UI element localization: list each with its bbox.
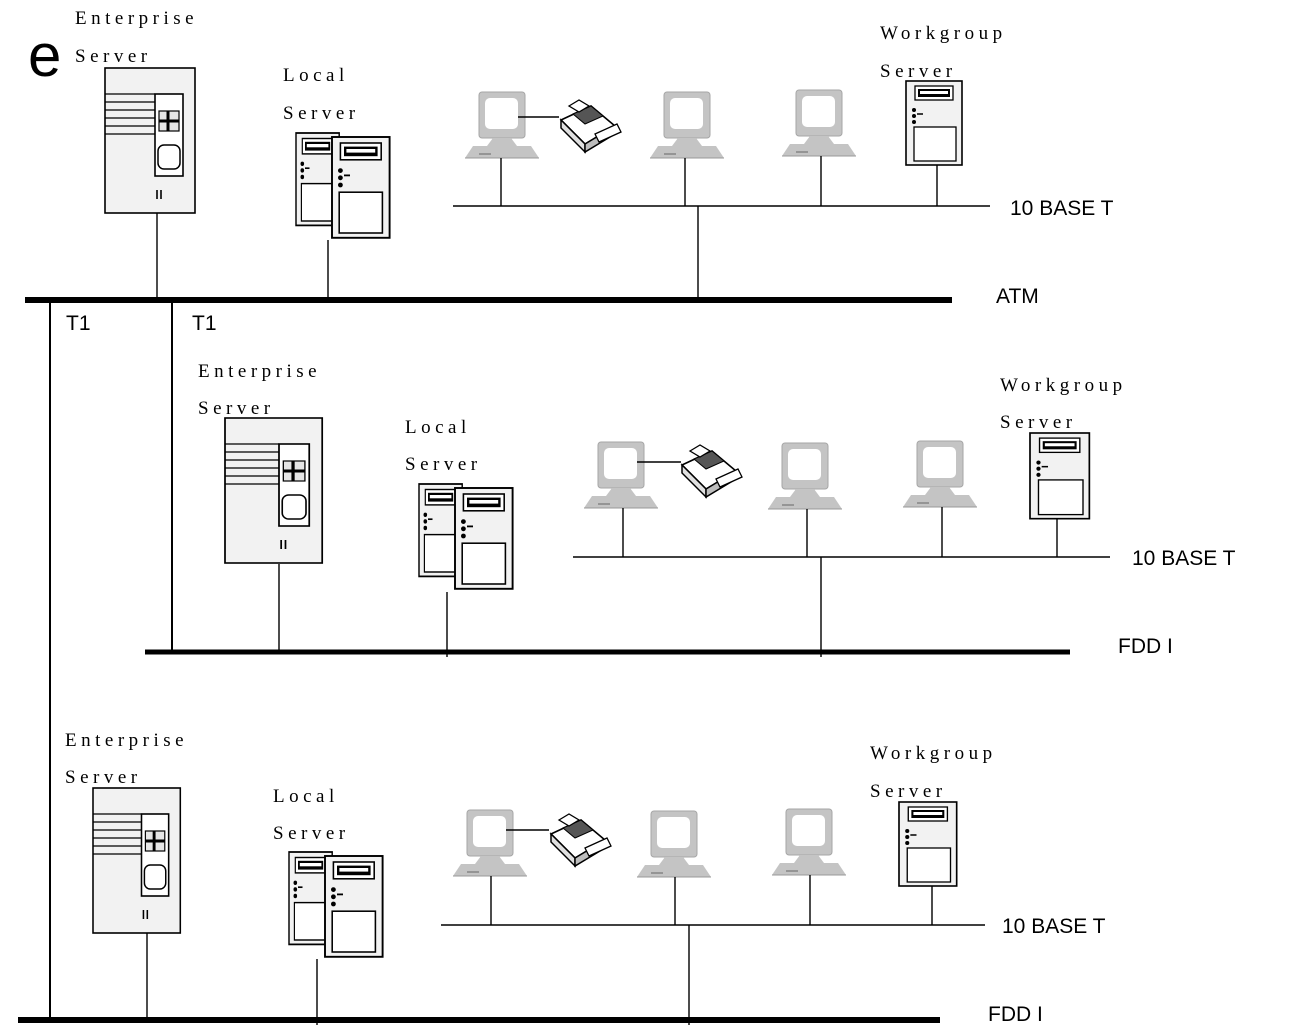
workgroup-server-label: Server: [870, 781, 947, 802]
local-server-label: Local: [283, 65, 349, 86]
atm-label: ATM: [996, 285, 1039, 308]
ethernet-label: 10 BASE T: [1010, 197, 1114, 220]
workstation-icon: [452, 809, 528, 877]
site-3: Enterprise Server Local Server 10 BASE T…: [65, 730, 1106, 1025]
t1-label-mid: T1: [192, 312, 217, 335]
local-server-label: Server: [283, 103, 360, 124]
printer-icon: [681, 444, 743, 498]
enterprise-server-label: Server: [75, 46, 152, 67]
workstation-icon: [583, 441, 659, 509]
workstation-icon: [902, 440, 978, 508]
local-server-icon: [296, 133, 390, 238]
workgroup-server-label: Workgroup: [880, 23, 1007, 44]
local-server-label: Local: [273, 786, 339, 807]
local-server-label: Server: [405, 454, 482, 475]
workgroup-server-icon: [1029, 432, 1091, 520]
enterprise-server-icon: [91, 786, 182, 935]
fddi-label-2: FDD I: [988, 1003, 1043, 1025]
enterprise-server-label: Enterprise: [65, 730, 188, 751]
workstation-icon: [767, 442, 843, 510]
workstation-icon: [781, 89, 857, 157]
enterprise-server-icon: [103, 66, 197, 215]
enterprise-server-label: Enterprise: [198, 361, 321, 382]
site-1: Enterprise Server Local Server 10 BASE T…: [75, 8, 1114, 300]
enterprise-server-label: Server: [198, 398, 275, 419]
workstation-icon: [771, 808, 847, 876]
t1-label-left: T1: [66, 312, 91, 335]
workstation-icon: [649, 91, 725, 159]
local-server-icon: [419, 484, 513, 589]
local-server-label: Local: [405, 417, 471, 438]
local-server-icon: [289, 852, 383, 957]
printer-icon: [560, 99, 622, 153]
site-2: Enterprise Server Local Server 10 BASE T…: [198, 361, 1236, 657]
ethernet-label: 10 BASE T: [1002, 915, 1106, 938]
ethernet-label: 10 BASE T: [1132, 547, 1236, 570]
workgroup-server-icon: [898, 801, 958, 887]
workstation-icon: [464, 91, 540, 159]
enterprise-server-label: Enterprise: [75, 8, 198, 29]
enterprise-server-label: Server: [65, 767, 142, 788]
corner-letter: e: [28, 22, 61, 89]
workgroup-server-label: Workgroup: [870, 743, 997, 764]
enterprise-server-icon: [223, 416, 324, 565]
workgroup-server-label: Server: [880, 61, 957, 82]
fddi-label-1: FDD I: [1118, 635, 1173, 658]
local-server-label: Server: [273, 823, 350, 844]
printer-icon: [550, 813, 612, 867]
workgroup-server-label: Server: [1000, 412, 1077, 433]
workgroup-server-icon: [905, 80, 963, 166]
workgroup-server-label: Workgroup: [1000, 375, 1127, 396]
workstation-icon: [636, 810, 712, 878]
